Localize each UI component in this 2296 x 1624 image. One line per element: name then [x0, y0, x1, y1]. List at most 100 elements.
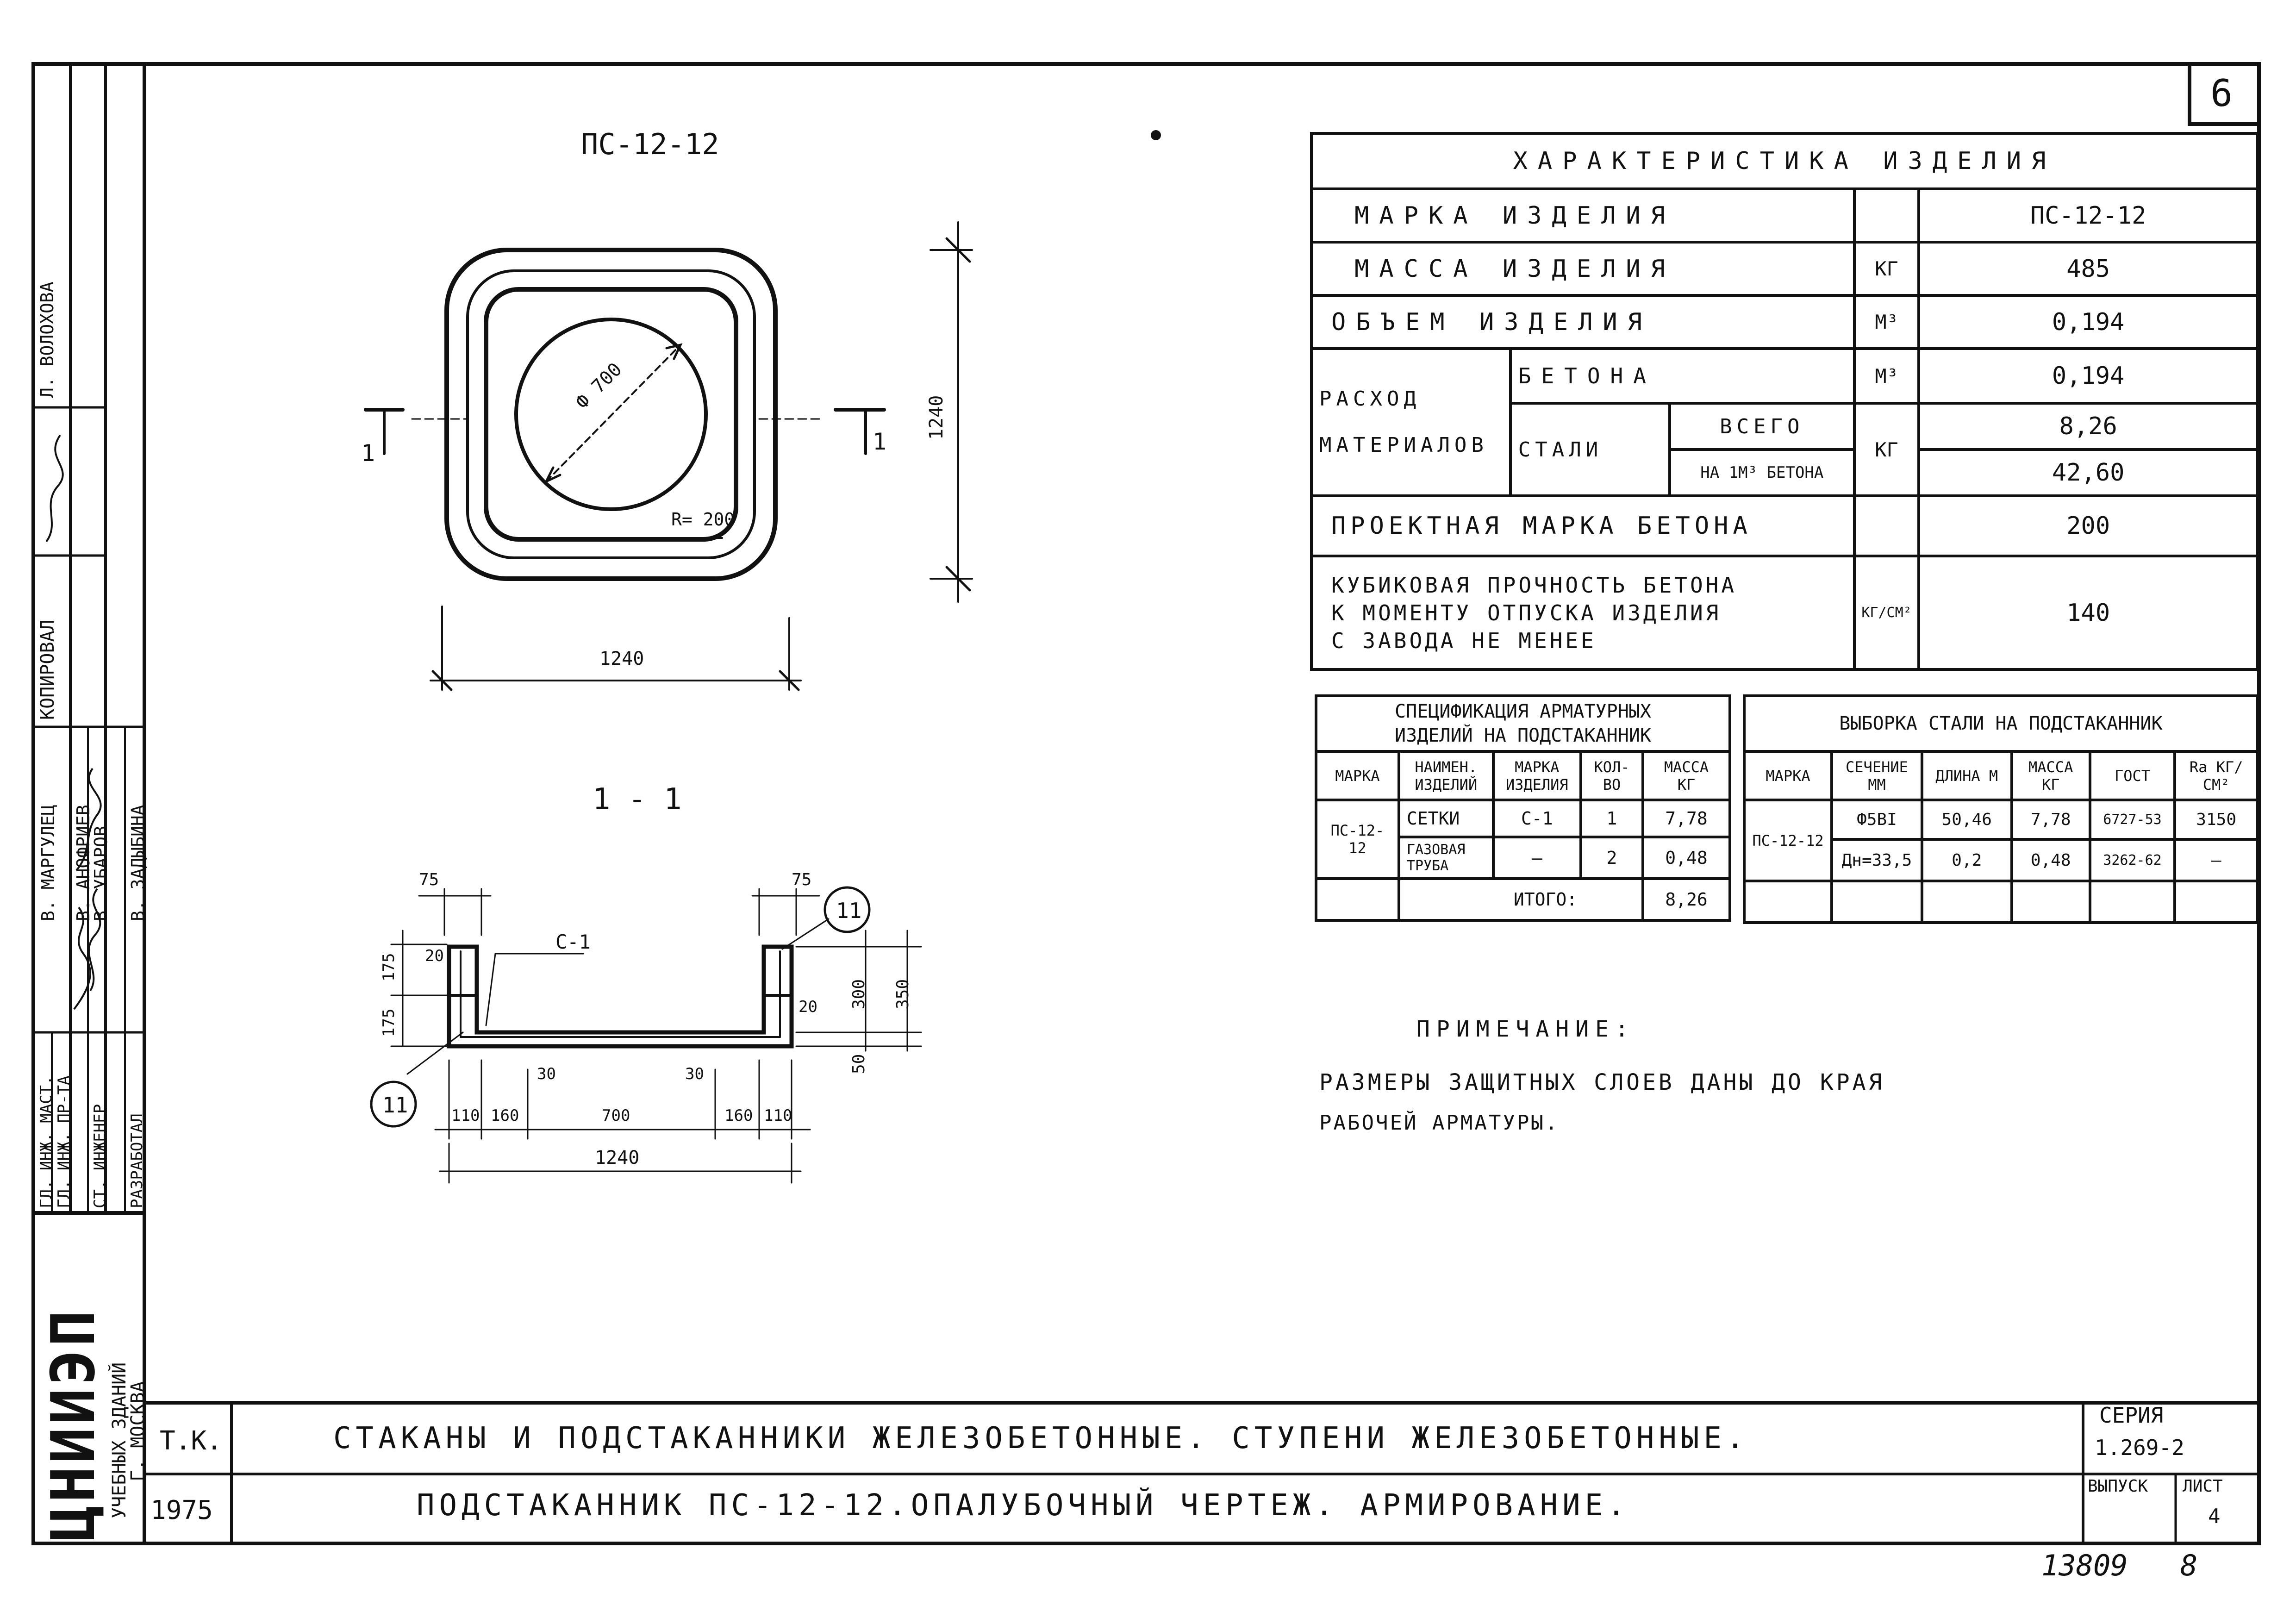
callout-11-left — [370, 1081, 417, 1128]
sec-dim-30-right: 30 — [685, 1065, 704, 1083]
section-title: 1 - 1 — [593, 782, 682, 817]
volume-value: 0,194 — [1917, 294, 2259, 350]
consumption-label-1: РАСХОД — [1319, 387, 1421, 411]
ink-dot — [1151, 130, 1161, 140]
section-outline — [447, 944, 794, 1049]
plan-hole-circle — [514, 318, 708, 511]
sheet-frame — [31, 62, 2261, 1545]
spec-row-qty: 1 — [1579, 799, 1645, 838]
issue-label: ВЫПУСК — [2088, 1477, 2148, 1496]
plan-width-dim: 1240 — [599, 648, 644, 669]
sec-dim-700: 700 — [602, 1106, 630, 1125]
page-number: 6 — [2210, 72, 2233, 115]
mass-value: 485 — [1917, 241, 2259, 297]
spec-header-qty: КОЛ-ВО — [1579, 750, 1645, 801]
sel-row-length: 0,2 — [1920, 838, 2013, 882]
steel-total-value: 8,26 — [1917, 402, 2259, 451]
sec-dim-110-right: 110 — [764, 1106, 792, 1125]
sec-dim-20-left: 20 — [425, 947, 444, 965]
title-block-line-1: СТАКАНЫ И ПОДСТАКАННИКИ ЖЕЛЕЗОБЕТОННЫЕ. … — [333, 1421, 1749, 1455]
spec-row-qty: 2 — [1579, 836, 1645, 880]
sec-dim-75-left: 75 — [419, 870, 439, 889]
sel-row-section: Ф5ВI — [1830, 799, 1923, 841]
role-label: РАЗРАБОТАЛ — [128, 1113, 146, 1208]
plan-height-dim: 1240 — [926, 395, 947, 440]
sel-mark: ПС-12-12 — [1742, 799, 1834, 882]
sec-dim-350: 350 — [893, 979, 912, 1009]
institute-name: ЦНИИЭП — [38, 1307, 108, 1542]
page-number-box — [2188, 62, 2261, 126]
signer-name: В. ЗАДЫБИНА — [128, 805, 148, 921]
spec-total-value: 8,26 — [1641, 877, 1731, 922]
strength-label-1: КУБИКОВАЯ ПРОЧНОСТЬ БЕТОНА — [1331, 572, 1737, 598]
concrete-value: 0,194 — [1917, 347, 2259, 405]
spec-header-mark: МАРКА — [1315, 750, 1400, 801]
concrete-unit: М³ — [1853, 347, 1921, 405]
role-label: ГЛ. ИНЖ. ПР-ТА — [55, 1075, 73, 1208]
spec-title-2: ИЗДЕЛИЙ НА ПОДСТАКАННИК — [1395, 725, 1651, 746]
sheet-label: ЛИСТ — [2183, 1477, 2223, 1496]
sec-dim-75-right: 75 — [792, 870, 812, 889]
characteristics-title: ХАРАКТЕРИСТИКА ИЗДЕЛИЯ — [1310, 132, 2259, 190]
grade-label: ПРОЕКТНАЯ МАРКА БЕТОНА — [1310, 494, 1856, 557]
plan-title: ПС-12-12 — [581, 127, 719, 161]
steel-label: СТАЛИ — [1509, 402, 1671, 497]
steel-selection-title: ВЫБОРКА СТАЛИ НА ПОДСТАКАННИК — [1743, 694, 2259, 753]
sel-row-mass: 0,48 — [2010, 838, 2091, 882]
spec-row-name: ГАЗОВАЯ ТРУБА — [1397, 836, 1495, 880]
volume-label: ОБЪЕМ ИЗДЕЛИЯ — [1310, 294, 1856, 350]
series-value: 1.269-2 — [2095, 1435, 2184, 1460]
note-line-1: РАЗМЕРЫ ЗАЩИТНЫХ СЛОЕВ ДАНЫ ДО КРАЯ — [1319, 1069, 1885, 1095]
steel-selection-table: ВЫБОРКА СТАЛИ НА ПОДСТАКАННИК МАРКА СЕЧЕ… — [1742, 694, 2259, 924]
copied-label: КОПИРОВАЛ — [37, 619, 58, 720]
sel-header-mass: МАССА КГ — [2010, 750, 2091, 801]
mark-value: ПС-12-12 — [1917, 187, 2259, 244]
sel-row-gost: 3262-62 — [2088, 838, 2177, 882]
inventory-number: 13809 — [2041, 1549, 2128, 1582]
signatures-image — [73, 768, 102, 1010]
note-line-2: РАБОЧЕЙ АРМАТУРЫ. — [1319, 1111, 1560, 1135]
signer-name: В. МАРГУЛЕЦ — [38, 805, 58, 921]
series-label: СЕРИЯ — [2099, 1403, 2164, 1428]
strength-label-2: К МОМЕНТУ ОТПУСКА ИЗДЕЛИЯ — [1331, 600, 1722, 625]
inventory-suffix: 8 — [2180, 1549, 2198, 1582]
mass-label: МАССА ИЗДЕЛИЯ — [1310, 241, 1856, 297]
role-label: ГЛ. ИНЖ. МАСТ. — [37, 1075, 56, 1208]
plan-radius: R= 200 — [671, 509, 735, 530]
steel-per-m3-value: 42,60 — [1917, 448, 2259, 497]
steel-per-m3-label: НА 1М³ БЕТОНА — [1668, 448, 1856, 497]
strength-label-3: С ЗАВОДА НЕ МЕНЕЕ — [1331, 628, 1597, 653]
callout-11-right — [824, 886, 871, 933]
spec-header-item-mark: МАРКА ИЗДЕЛИЯ — [1491, 750, 1582, 801]
sel-row-length: 50,46 — [1920, 799, 2013, 841]
sel-row-section: Дн=33,5 — [1830, 838, 1923, 882]
sec-dim-175-b: 175 — [380, 1008, 398, 1037]
title-block-line-2: ПОДСТАКАННИК ПС-12-12.ОПАЛУБОЧНЫЙ ЧЕРТЕЖ… — [417, 1488, 1630, 1523]
sec-dim-160-right: 160 — [724, 1106, 753, 1125]
sec-dim-160-left: 160 — [491, 1106, 519, 1125]
note-title: ПРИМЕЧАНИЕ: — [1416, 1016, 1635, 1042]
concrete-label: БЕТОНА — [1509, 347, 1856, 405]
spec-row-item-mark: С-1 — [1491, 799, 1582, 838]
spec-mark: ПС-12-12 — [1315, 799, 1400, 880]
plan-outer-outline — [444, 248, 778, 581]
sel-row-mass: 7,78 — [2010, 799, 2091, 841]
sheet-value: 4 — [2208, 1505, 2221, 1528]
sec-dim-1240: 1240 — [595, 1147, 640, 1168]
copied-name: Л. ВОЛОХОВА — [37, 281, 57, 398]
consumption-label-2: МАТЕРИАЛОВ — [1319, 433, 1488, 457]
steel-unit: КГ — [1853, 402, 1921, 497]
spec-row-mass: 0,48 — [1641, 836, 1731, 880]
cut-mark-left: 1 — [361, 440, 375, 467]
sec-dim-300: 300 — [849, 979, 868, 1009]
sel-header-section: СЕЧЕНИЕ ММ — [1830, 750, 1923, 801]
callout-11-right-text: 11 — [836, 898, 862, 923]
sec-dim-50: 50 — [849, 1054, 868, 1074]
grade-value: 200 — [1917, 494, 2259, 557]
spec-row-name: СЕТКИ — [1397, 799, 1495, 838]
plan-mid-outline — [466, 269, 756, 559]
sel-header-gost: ГОСТ — [2088, 750, 2177, 801]
plan-inner-outline — [484, 287, 738, 542]
sel-row-gost: 6727-53 — [2088, 799, 2177, 841]
